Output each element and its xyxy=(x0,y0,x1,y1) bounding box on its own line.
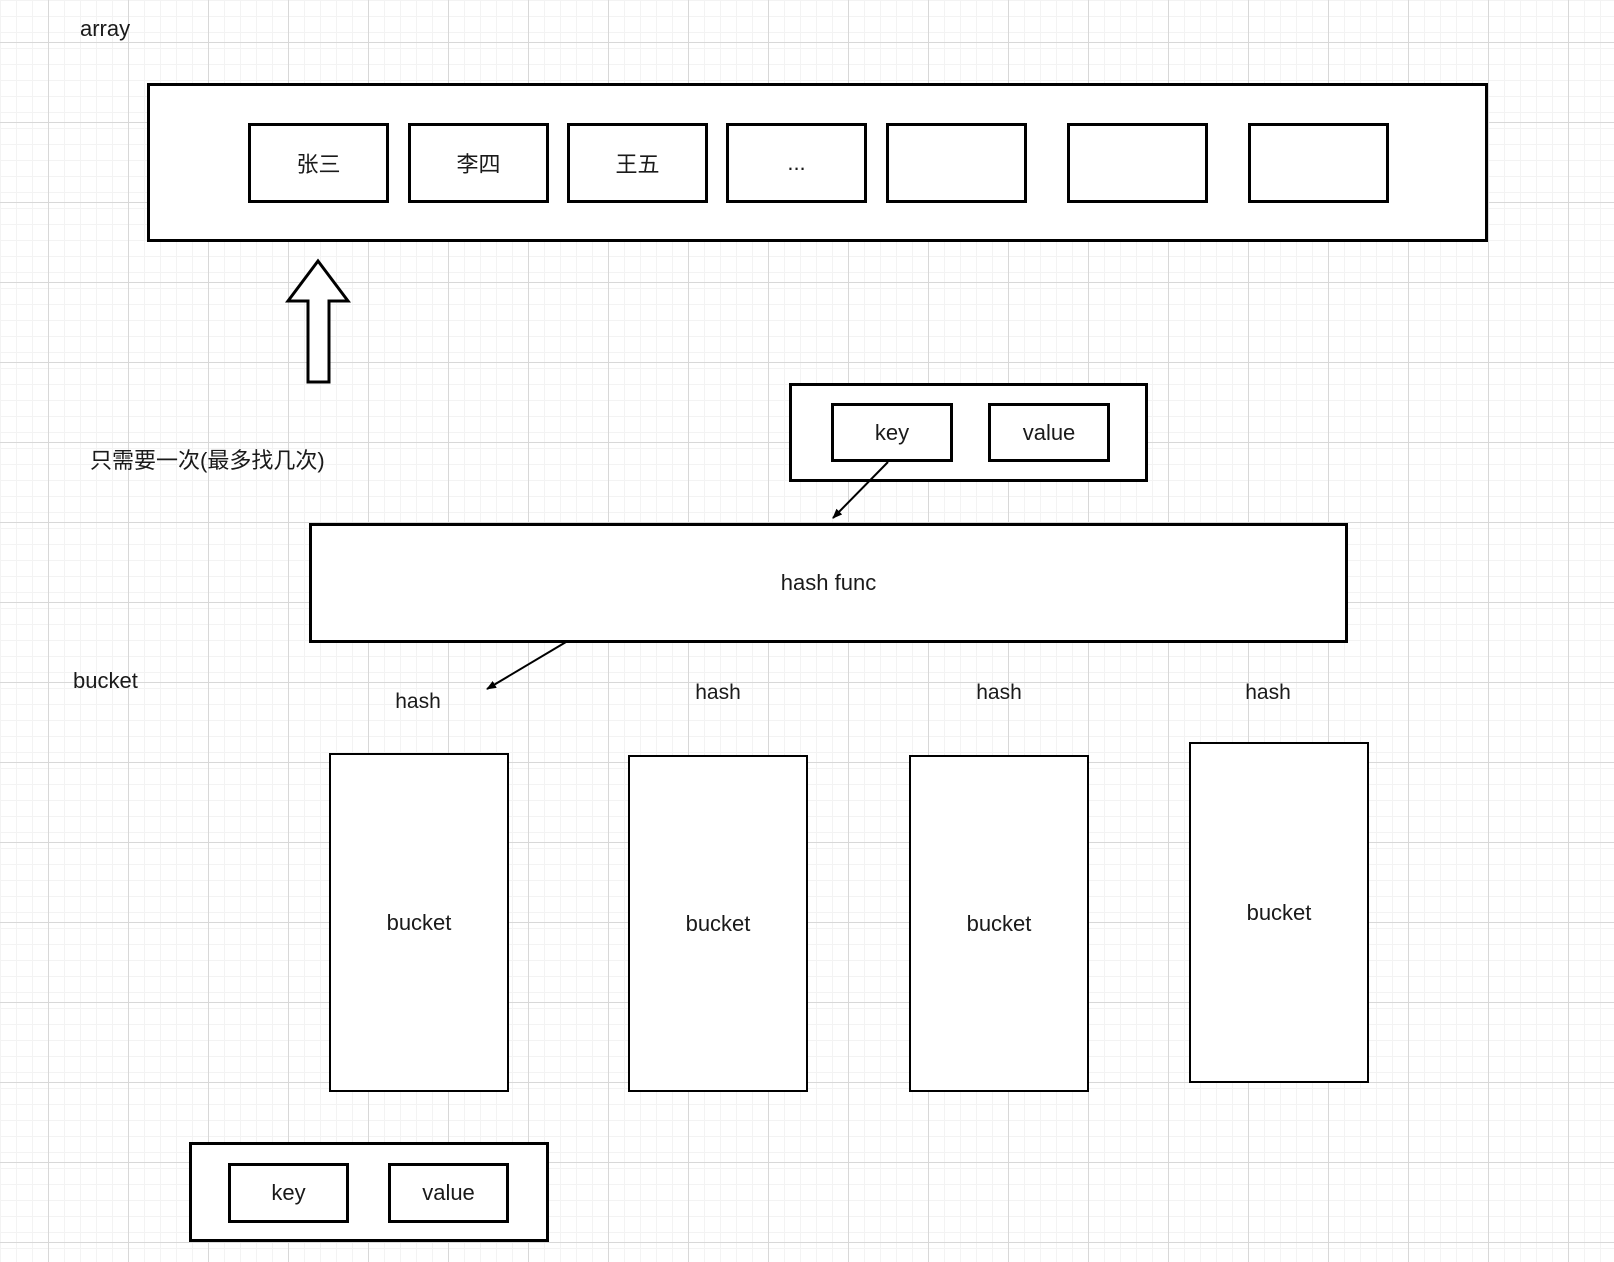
up-block-arrow-icon xyxy=(285,258,351,384)
hash-label-2: hash xyxy=(695,681,741,704)
kv-bottom-container: key value xyxy=(189,1142,549,1242)
note-label: 只需要一次(最多找几次) xyxy=(90,448,325,473)
bucket-box-1: bucket xyxy=(329,753,509,1092)
array-cell: 张三 xyxy=(248,123,389,203)
bucket-label: bucket xyxy=(685,910,751,936)
bucket-label: bucket xyxy=(386,909,452,935)
hash-label-4: hash xyxy=(1245,681,1291,704)
hash-label-1: hash xyxy=(395,690,441,713)
array-container: 张三 李四 王五 ... xyxy=(147,83,1488,242)
array-cell: 王五 xyxy=(567,123,708,203)
kv-top-value-box: value xyxy=(988,403,1110,462)
hash-label-3: hash xyxy=(976,681,1022,704)
arrow-hashfunc-to-bucket xyxy=(486,641,567,690)
array-cell: 李四 xyxy=(408,123,549,203)
bucket-label: bucket xyxy=(1246,899,1312,925)
array-cell-empty xyxy=(886,123,1027,203)
hash-func-label: hash func xyxy=(780,570,877,595)
array-cell-empty xyxy=(1248,123,1389,203)
kv-bottom-key-box: key xyxy=(228,1163,349,1223)
bucket-box-4: bucket xyxy=(1189,742,1369,1083)
array-cell: ... xyxy=(726,123,867,203)
array-label: array xyxy=(80,16,131,41)
bucket-box-3: bucket xyxy=(909,755,1089,1092)
bucket-label: bucket xyxy=(966,910,1032,936)
kv-top-container: key value xyxy=(789,383,1148,482)
bucket-side-label: bucket xyxy=(73,668,138,693)
bucket-box-2: bucket xyxy=(628,755,808,1092)
kv-top-key-box: key xyxy=(831,403,953,462)
array-cell-empty xyxy=(1067,123,1208,203)
hash-func-box: hash func xyxy=(309,523,1348,643)
kv-bottom-value-box: value xyxy=(388,1163,509,1223)
